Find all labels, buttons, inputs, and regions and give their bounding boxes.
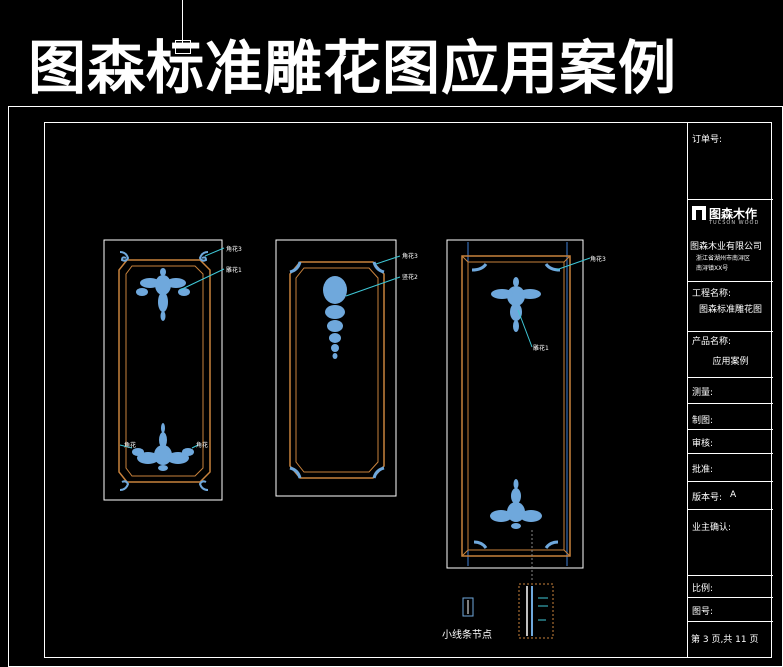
scale-label: 比例:: [692, 584, 714, 594]
version-label: 版本号:: [692, 493, 723, 503]
logo-cell: 图森木作 TUCSON WOOD: [688, 200, 773, 236]
project-value: 图森标准雕花图: [698, 305, 762, 315]
drawing-number-label: 图号:: [692, 607, 714, 617]
logo-text: 图森木作: [709, 207, 758, 221]
drawing-number-cell: 图号:: [688, 598, 773, 622]
annotation-vertical-carving: 竖花2: [402, 274, 418, 281]
company-cell: 图森木业有限公司 浙江省湖州市南浔区 南浔镇XX号: [688, 236, 773, 282]
logo-icon: [692, 206, 706, 220]
page-number: 第 3 页,共 11 页: [691, 635, 759, 645]
draw-cell: 制图:: [688, 404, 773, 430]
company-name: 图森木业有限公司: [690, 242, 763, 252]
annotation-corner-flower: 角花3: [402, 253, 418, 260]
owner-confirm-label: 业主确认:: [692, 523, 732, 533]
company-address-line-2: 南浔镇XX号: [696, 265, 729, 272]
review-label: 审核:: [692, 439, 714, 449]
annotation-corner-flower: 角花3: [590, 256, 606, 263]
approve-cell: 批准:: [688, 454, 773, 482]
approve-label: 批准:: [692, 465, 714, 475]
product-label: 产品名称:: [692, 337, 732, 347]
project-label: 工程名称:: [692, 289, 732, 299]
version-value: A: [730, 490, 737, 500]
cursor-crosshair-line: [182, 0, 183, 44]
owner-confirm-cell: 业主确认:: [688, 510, 773, 576]
measure-label: 测量:: [692, 388, 714, 398]
order-number-label: 订单号:: [692, 135, 723, 145]
title-block: 订单号: 图森木作 TUCSON WOOD 图森木业有限公司 浙江省湖州市南浔区…: [687, 122, 773, 658]
review-cell: 审核:: [688, 430, 773, 454]
door-panel-2: [275, 239, 401, 497]
measure-cell: 测量:: [688, 378, 773, 404]
product-cell: 产品名称: 应用案例: [688, 332, 773, 378]
company-address-line-1: 浙江省湖州市南浔区: [696, 255, 751, 262]
annotation-carving: 雕花1: [226, 267, 242, 274]
drawing-inner-frame: [44, 122, 772, 658]
annotation-corner-flower: 角花3: [226, 246, 242, 253]
scale-cell: 比例:: [688, 576, 773, 598]
annotation-corner-flower: 角花: [196, 442, 209, 449]
logo-subtext: TUCSON WOOD: [709, 220, 760, 226]
page-cell: 第 3 页,共 11 页: [688, 622, 773, 658]
cursor-pickbox: [175, 40, 191, 54]
door-panel-1: [103, 239, 225, 501]
project-cell: 工程名称: 图森标准雕花图: [688, 282, 773, 332]
molding-node-label: 小线条节点: [442, 630, 492, 641]
version-cell: 版本号: A: [688, 482, 773, 510]
page-title: 图森标准雕花图应用案例: [28, 34, 678, 102]
order-number-cell: 订单号:: [688, 122, 773, 200]
annotation-corner-flower: 角花: [124, 442, 137, 449]
molding-node-detail: [462, 583, 554, 639]
annotation-carving: 雕花1: [533, 345, 549, 352]
door-panel-3: [446, 239, 591, 582]
draw-label: 制图:: [692, 416, 714, 426]
product-value: 应用案例: [712, 357, 749, 367]
